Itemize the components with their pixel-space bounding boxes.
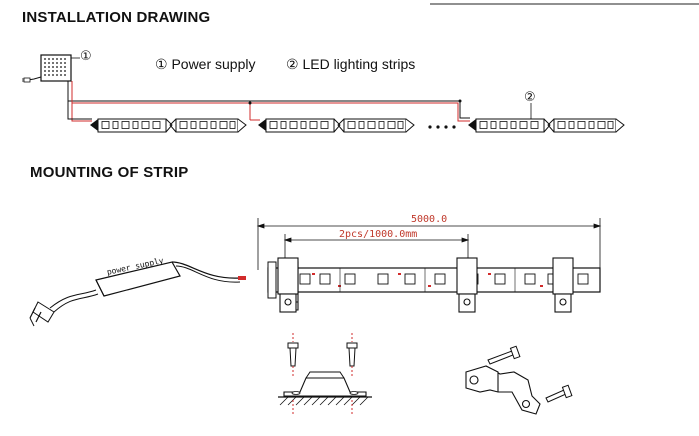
led-strip-segment-3 — [467, 118, 625, 133]
screw-icon — [287, 333, 299, 414]
mounting-clip-2 — [456, 257, 478, 313]
mounting-clip-3 — [552, 257, 574, 313]
total-length-label: 5000.0 — [411, 214, 448, 225]
led-strip-segment-1 — [89, 118, 247, 133]
mounting-clip-1 — [277, 257, 299, 313]
ellipsis-dots — [428, 125, 456, 129]
screw-icon — [487, 345, 521, 365]
legend-power-supply: ① Power supply — [155, 56, 256, 72]
dimension-lines — [256, 218, 602, 270]
screw-icon — [545, 384, 573, 403]
clip-3d-detail — [465, 365, 541, 415]
marker-led-strip: ② — [524, 90, 536, 105]
plug-icon — [29, 301, 55, 327]
mounted-led-strip — [267, 261, 601, 299]
led-strip-segment-2 — [257, 118, 415, 133]
installation-title: INSTALLATION DRAWING — [22, 9, 211, 26]
segment-length-label: 2pcs/1000.0mm — [339, 229, 418, 240]
power-supply-box — [49, 261, 246, 313]
legend-led-strips: ② LED lighting strips — [286, 56, 416, 72]
mounting-title: MOUNTING OF STRIP — [30, 164, 189, 181]
wiring — [67, 81, 470, 122]
screw-icon — [346, 333, 358, 414]
power-supply-unit — [22, 54, 80, 83]
marker-power-supply: ① — [80, 49, 92, 64]
clip-mounting-detail — [278, 371, 372, 406]
